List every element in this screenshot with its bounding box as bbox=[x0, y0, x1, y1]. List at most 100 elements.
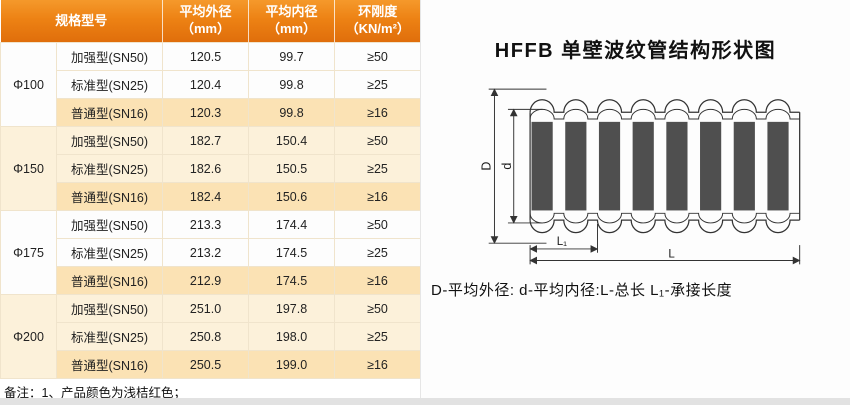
pipe-rib bbox=[598, 121, 620, 211]
header-row: 规格型号 平均外径 （mm） 平均内径 （mm） 环刚度 （KN/m²） bbox=[0, 0, 421, 43]
diagram-title: HFFB 单壁波纹管结构形状图 bbox=[494, 40, 777, 62]
pipe-rib bbox=[665, 121, 688, 211]
stiffness-cell: ≥50 bbox=[334, 126, 422, 155]
diagram-panel: HFFB 单壁波纹管结构形状图 bbox=[420, 0, 850, 405]
table-row: 标准型(SN25) 250.8 198.0 ≥25 bbox=[1, 322, 422, 351]
inner-cell: 174.4 bbox=[248, 210, 336, 239]
type-cell: 加强型(SN50) bbox=[55, 210, 164, 239]
outer-cell: 120.4 bbox=[162, 70, 250, 99]
inner-cell: 174.5 bbox=[248, 266, 336, 295]
type-cell: 普通型(SN16) bbox=[55, 98, 164, 127]
table-row: Φ100 加强型(SN50) 120.5 99.7 ≥50 bbox=[0, 42, 422, 127]
inner-cell: 197.8 bbox=[248, 294, 336, 323]
table-row: Φ200 加强型(SN50) 251.0 197.8 ≥50 bbox=[0, 294, 422, 379]
col-header-outer-unit: （mm） bbox=[180, 21, 231, 36]
type-cell: 加强型(SN50) bbox=[55, 126, 164, 155]
type-cell: 普通型(SN16) bbox=[55, 182, 164, 211]
diagram-caption: D-平均外径: d-平均内径:L-总长 L₁-承接长度 bbox=[431, 282, 733, 299]
notes: 备注：1、产品颜色为浅桔红色； 2、管材长度规格为6、9米/支； bbox=[4, 384, 420, 405]
type-cell: 普通型(SN16) bbox=[55, 266, 164, 295]
table-row: Φ175 加强型(SN50) 213.3 174.4 ≥50 bbox=[0, 210, 422, 295]
pipe-ribs bbox=[531, 121, 789, 211]
size-cell: Φ200 bbox=[0, 294, 57, 379]
col-header-inner: 平均内径 （mm） bbox=[248, 0, 336, 43]
dimension-lines bbox=[488, 88, 800, 265]
dim-label-L: L bbox=[668, 249, 675, 261]
table-row: 标准型(SN25) 213.2 174.5 ≥25 bbox=[1, 238, 422, 267]
table-row: 标准型(SN25) 120.4 99.8 ≥25 bbox=[1, 70, 422, 99]
outer-cell: 120.5 bbox=[162, 42, 250, 71]
type-cell: 标准型(SN25) bbox=[55, 70, 164, 99]
inner-cell: 150.5 bbox=[248, 154, 336, 183]
size-cell: Φ150 bbox=[0, 126, 57, 211]
stiffness-cell: ≥16 bbox=[334, 98, 422, 127]
outer-cell: 250.5 bbox=[162, 350, 250, 379]
pipe-rib bbox=[733, 121, 755, 211]
col-header-inner-label: 平均内径 bbox=[265, 4, 318, 20]
type-cell: 加强型(SN50) bbox=[55, 294, 164, 323]
pipe-outline-top-inner bbox=[529, 108, 800, 120]
outer-cell: 182.7 bbox=[162, 126, 250, 155]
stiffness-cell: ≥50 bbox=[334, 294, 422, 323]
outer-cell: 213.3 bbox=[162, 210, 250, 239]
pipe-rib bbox=[531, 121, 553, 211]
inner-cell: 174.5 bbox=[248, 238, 336, 267]
stiffness-cell: ≥16 bbox=[334, 182, 422, 211]
pipe-outline-top-outer bbox=[528, 99, 800, 113]
stiffness-cell: ≥50 bbox=[334, 210, 422, 239]
stiffness-cell: ≥16 bbox=[334, 350, 422, 379]
pipe-rib bbox=[564, 121, 586, 211]
stiffness-cell: ≥25 bbox=[334, 70, 422, 99]
note-text-1: 1、产品颜色为浅桔红色； bbox=[41, 386, 186, 400]
outer-cell: 251.0 bbox=[162, 294, 250, 323]
pipe-rib bbox=[766, 121, 789, 211]
col-header-inner-unit: （mm） bbox=[266, 21, 317, 36]
dim-label-D: D bbox=[479, 162, 493, 171]
table-row: 普通型(SN16) 182.4 150.6 ≥16 bbox=[1, 182, 422, 211]
table-row: Φ150 加强型(SN50) 182.7 150.4 ≥50 bbox=[0, 126, 422, 211]
type-cell: 加强型(SN50) bbox=[55, 42, 164, 71]
table-row: 标准型(SN25) 182.6 150.5 ≥25 bbox=[1, 154, 422, 183]
inner-cell: 150.6 bbox=[248, 182, 336, 211]
outer-cell: 213.2 bbox=[162, 238, 250, 267]
stiffness-cell: ≥25 bbox=[334, 322, 422, 351]
pipe-rib bbox=[699, 121, 721, 211]
outer-cell: 250.8 bbox=[162, 322, 250, 351]
note-line-1: 备注：1、产品颜色为浅桔红色； bbox=[4, 384, 420, 403]
col-header-spec-label: 规格型号 bbox=[55, 12, 108, 28]
inner-cell: 150.4 bbox=[248, 126, 336, 155]
inner-cell: 198.0 bbox=[248, 322, 336, 351]
inner-cell: 99.8 bbox=[248, 70, 336, 99]
pipe-outline-bottom-inner bbox=[529, 212, 800, 224]
col-header-stiffness-unit: （KN/m²） bbox=[345, 21, 410, 36]
stiffness-cell: ≥25 bbox=[334, 238, 422, 267]
bottom-strip bbox=[0, 398, 850, 405]
outer-cell: 120.3 bbox=[162, 98, 250, 127]
col-header-outer-label: 平均外径 bbox=[179, 4, 232, 20]
pipe-rib bbox=[632, 121, 654, 211]
pipe-outline-bottom-outer bbox=[528, 219, 800, 234]
type-cell: 标准型(SN25) bbox=[55, 154, 164, 183]
notes-label: 备注： bbox=[4, 386, 42, 400]
spec-table: 规格型号 平均外径 （mm） 平均内径 （mm） 环刚度 （KN/m²） bbox=[0, 0, 422, 379]
table-row: 普通型(SN16) 250.5 199.0 ≥16 bbox=[1, 350, 422, 379]
col-header-stiffness-label: 环刚度 bbox=[358, 4, 398, 20]
outer-cell: 182.6 bbox=[162, 154, 250, 183]
stiffness-cell: ≥50 bbox=[334, 42, 422, 71]
dimension-labels: D d L₁ L bbox=[479, 162, 675, 261]
type-cell: 普通型(SN16) bbox=[55, 350, 164, 379]
inner-cell: 99.8 bbox=[248, 98, 336, 127]
type-cell: 标准型(SN25) bbox=[55, 322, 164, 351]
type-cell: 标准型(SN25) bbox=[55, 238, 164, 267]
stiffness-cell: ≥25 bbox=[334, 154, 422, 183]
col-header-stiffness: 环刚度 （KN/m²） bbox=[334, 0, 421, 43]
outer-cell: 182.4 bbox=[162, 182, 250, 211]
table-row: 普通型(SN16) 212.9 174.5 ≥16 bbox=[1, 266, 422, 295]
dim-label-L1: L₁ bbox=[556, 236, 566, 248]
spec-panel: 规格型号 平均外径 （mm） 平均内径 （mm） 环刚度 （KN/m²） bbox=[0, 0, 422, 405]
stiffness-cell: ≥16 bbox=[334, 266, 422, 295]
pipe-outline bbox=[528, 99, 800, 234]
inner-cell: 199.0 bbox=[248, 350, 336, 379]
corrugated-pipe-drawing: D d L₁ L bbox=[479, 88, 800, 265]
